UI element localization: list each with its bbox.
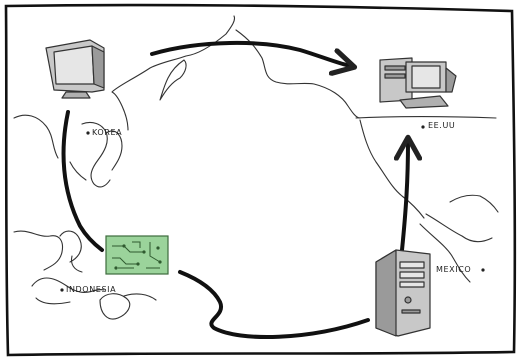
label-mexico: MEXICO <box>436 265 471 274</box>
arrow-monitor-to-desktop <box>152 43 350 66</box>
circuit-board-icon <box>106 236 168 274</box>
arrow-circuit-to-tower <box>180 272 368 337</box>
label-korea: KOREA <box>92 128 122 137</box>
computer-tower-icon <box>376 250 430 336</box>
label-indonesia: INDONESIA <box>66 285 116 294</box>
label-usa: EE.UU <box>428 121 455 130</box>
crt-monitor-icon <box>46 40 104 98</box>
desktop-computer-icon <box>380 58 456 108</box>
